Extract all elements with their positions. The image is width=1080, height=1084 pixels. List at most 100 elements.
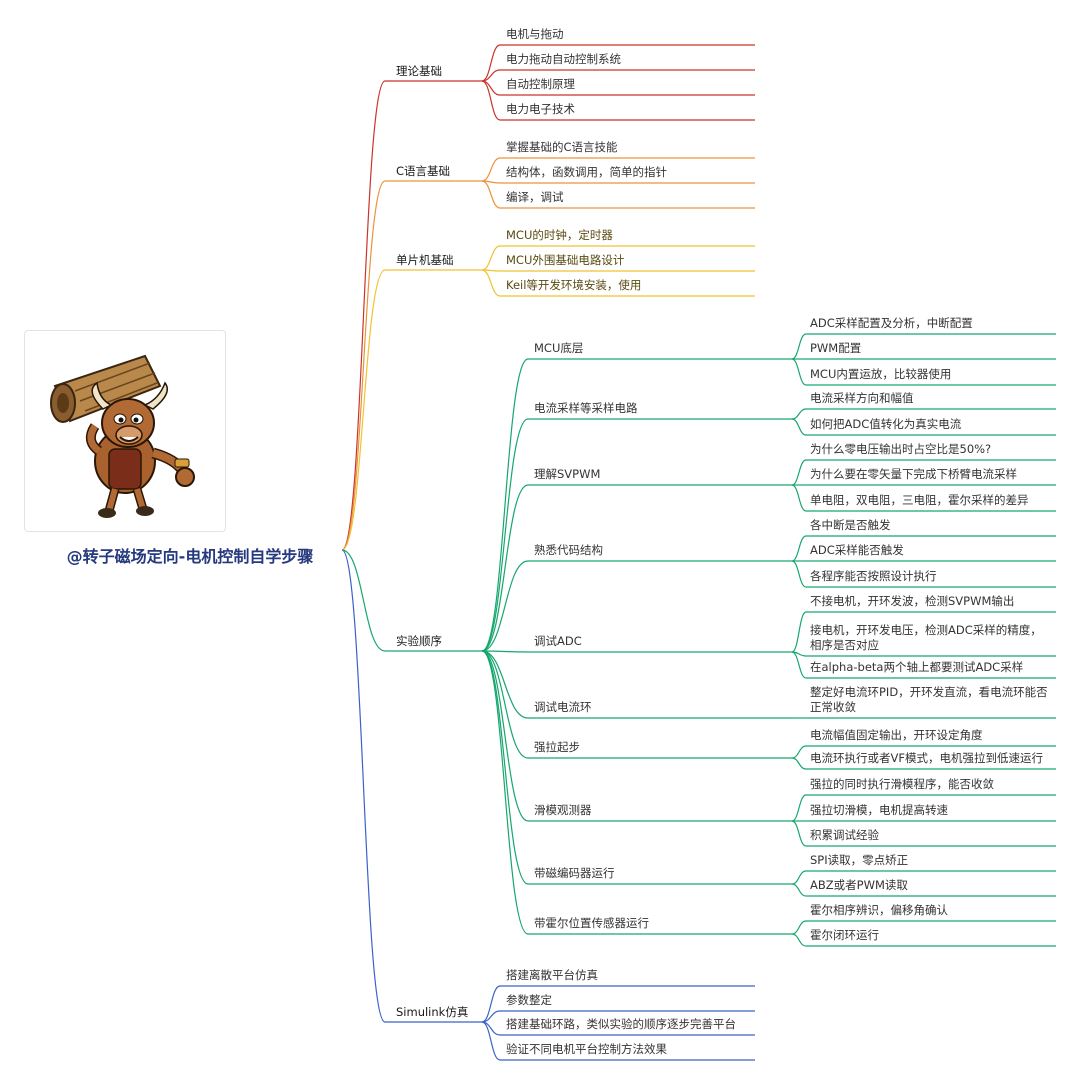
connector-line: [791, 408, 807, 420]
simulink-label: Simulink仿真: [396, 1005, 469, 1019]
experiment-group-label: 电流采样等采样电路: [534, 401, 638, 415]
experiment-leaf: SPI读取，零点矫正: [810, 853, 909, 867]
connector-line: [481, 418, 529, 652]
simulink-item: 参数整定: [506, 993, 552, 1007]
connector-line: [481, 985, 501, 1023]
experiment-leaf: ADC采样能否触发: [810, 543, 904, 557]
experiment-leaf: 在alpha-beta两个轴上都要测试ADC采样: [810, 660, 1024, 674]
experiment-leaf: PWM配置: [810, 341, 862, 355]
theory-item: 电力电子技术: [506, 102, 575, 116]
experiment-group-label: 理解SVPWM: [534, 467, 601, 481]
connector-line: [481, 157, 501, 182]
mascot-image-card: [24, 330, 226, 532]
simulink-item: 验证不同电机平台控制方法效果: [506, 1042, 667, 1056]
clang-item: 结构体，函数调用，简单的指针: [506, 165, 667, 179]
connector-line: [481, 650, 529, 759]
connector-line: [791, 745, 807, 759]
connector-line: [791, 933, 807, 947]
connector-line: [481, 650, 529, 653]
experiment-leaf: MCU内置运放，比较器使用: [810, 367, 952, 381]
mcu-item: MCU外围基础电路设计: [506, 253, 625, 267]
experiment-group-label: 滑模观测器: [534, 803, 592, 817]
connector-line: [791, 794, 807, 822]
connector-line: [481, 358, 529, 652]
connector-line: [791, 418, 807, 436]
connector-line: [791, 560, 807, 588]
experiment-group-label: 带霍尔位置传感器运行: [534, 916, 649, 930]
experiment-leaf: ABZ或者PWM读取: [810, 878, 908, 892]
clang-item: 编译，调试: [506, 190, 564, 204]
connector-line: [341, 549, 386, 652]
connector-line: [791, 535, 807, 562]
connector-line: [481, 80, 501, 121]
simulink-item: 搭建基础环路，类似实验的顺序逐步完善平台: [506, 1017, 736, 1031]
theory-item: 电机与拖动: [506, 27, 564, 41]
connector-line: [791, 358, 807, 386]
experiment-leaf: 整定好电流环PID，开环发直流，看电流环能否正常收敛: [810, 685, 1048, 714]
connector-line: [791, 459, 807, 486]
experiment-leaf: 电流采样方向和幅值: [810, 391, 914, 405]
experiment-leaf: 各中断是否触发: [810, 518, 891, 532]
experiment-group-label: MCU底层: [534, 341, 584, 355]
connector-line: [481, 245, 501, 271]
connector-line: [481, 650, 529, 885]
connector-line: [481, 650, 529, 719]
root-title: @转子磁场定向-电机控制自学步骤: [66, 547, 314, 566]
experiment-leaf: 如何把ADC值转化为真实电流: [810, 417, 962, 431]
mcu-item: MCU的时钟，定时器: [506, 228, 613, 242]
connector-line: [791, 611, 807, 653]
experiment-label: 实验顺序: [396, 634, 442, 648]
experiment-group-label: 强拉起步: [534, 740, 580, 754]
connector-line: [791, 920, 807, 935]
experiment-leaf: ADC采样配置及分析，中断配置: [810, 316, 973, 330]
experiment-leaf: 强拉的同时执行滑模程序，能否收敛: [810, 777, 994, 791]
connector-line: [481, 269, 501, 297]
experiment-group-label: 带磁编码器运行: [534, 866, 615, 880]
experiment-group-label: 熟悉代码结构: [534, 543, 603, 557]
connector-line: [791, 484, 807, 512]
experiment-leaf: 各程序能否按照设计执行: [810, 569, 937, 583]
connector-line: [481, 650, 529, 822]
experiment-leaf: 为什么零电压输出时占空比是50%?: [810, 442, 992, 456]
experiment-leaf: 强拉切滑模，电机提高转速: [810, 803, 948, 817]
connector-line: [341, 80, 386, 551]
connector-line: [791, 870, 807, 885]
experiment-leaf: 为什么要在零矢量下完成下桥臂电流采样: [810, 467, 1017, 481]
experiment-leaf: 电流环执行或者VF模式，电机强拉到低速运行: [810, 751, 1043, 765]
experiment-leaf: 积累调试经验: [810, 828, 879, 842]
clang-item: 掌握基础的C语言技能: [506, 140, 618, 154]
connector-line: [341, 269, 386, 551]
experiment-leaf: 不接电机，开环发波，检测SVPWM输出: [810, 594, 1015, 608]
theory-label: 理论基础: [396, 64, 442, 78]
connector-line: [481, 1021, 501, 1061]
experiment-group-label: 调试ADC: [534, 634, 582, 648]
log-icon: [50, 354, 162, 423]
connector-line: [481, 484, 529, 652]
connector-line: [481, 44, 501, 82]
clang-label: C语言基础: [396, 164, 451, 178]
experiment-group-label: 调试电流环: [534, 700, 592, 714]
connector-line: [481, 1010, 501, 1023]
connector-line: [791, 757, 807, 770]
theory-item: 自动控制原理: [506, 77, 575, 91]
mcu-label: 单片机基础: [396, 253, 454, 267]
experiment-leaf: 霍尔闭环运行: [810, 928, 879, 942]
experiment-leaf: 霍尔相序辨识，偏移角确认: [810, 903, 948, 917]
connector-line: [481, 180, 501, 209]
experiment-leaf: 电流幅值固定输出，开环设定角度: [810, 728, 983, 742]
experiment-leaf: 单电阻，双电阻，三电阻，霍尔采样的差异: [810, 493, 1029, 507]
connector-line: [791, 651, 807, 679]
connector-line: [481, 560, 529, 652]
connector-line: [341, 549, 386, 1023]
connector-line: [791, 883, 807, 897]
connector-line: [791, 333, 807, 360]
mcu-item: Keil等开发环境安装，使用: [506, 278, 642, 292]
bull-mascot-icon: [50, 354, 195, 518]
connector-line: [341, 180, 386, 551]
experiment-leaf: 接电机，开环发电压，检测ADC采样的精度，相序是否对应: [810, 623, 1042, 652]
theory-item: 电力拖动自动控制系统: [506, 52, 621, 66]
connector-line: [791, 820, 807, 847]
connector-line: [481, 650, 529, 935]
